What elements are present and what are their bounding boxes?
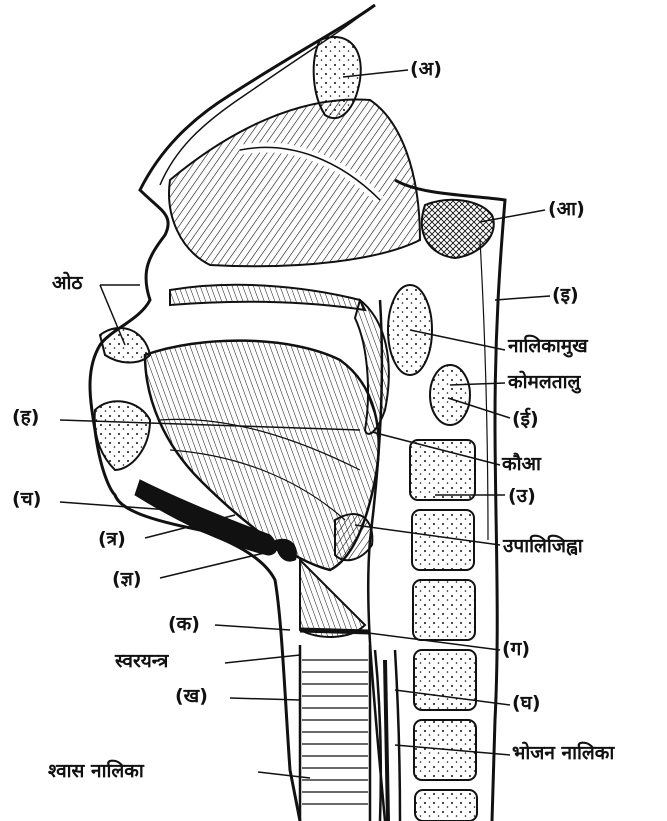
label-nalikamukh: नालिकामुख	[508, 337, 588, 356]
label-gha: (घ)	[512, 694, 541, 713]
label-ii: (ई)	[512, 410, 539, 429]
label-ka: (क)	[168, 615, 200, 634]
label-gya: (ज्ञ)	[112, 570, 142, 589]
label-upalijihva: उपालिजिह्वा	[503, 537, 583, 556]
larynx	[300, 560, 365, 637]
cervical-vertebrae	[410, 365, 477, 821]
lower-lip	[95, 401, 150, 470]
label-tra: (त्र)	[98, 530, 126, 549]
sphenoid-body	[422, 200, 494, 258]
label-kaua: कौआ	[502, 455, 541, 474]
label-komaltalu: कोमलतालु	[508, 373, 580, 392]
label-i: (इ)	[552, 286, 579, 305]
label-ga: (ग)	[502, 640, 530, 659]
label-ha: (ह)	[12, 408, 39, 427]
upper-lip	[100, 328, 150, 363]
label-a: (अ)	[410, 60, 442, 79]
label-aa: (आ)	[548, 200, 585, 219]
hard-palate	[170, 285, 365, 310]
label-swarayantra: स्वरयन्त्र	[115, 652, 168, 671]
label-tra-upper: (च)	[12, 490, 41, 509]
label-kha: (ख)	[175, 687, 208, 706]
epiglottis	[335, 514, 372, 560]
tracheal-rings	[302, 660, 368, 804]
label-bhojan-nalika: भोजन नालिका	[512, 744, 614, 763]
label-shwas-nalika: श्वास नालिका	[48, 762, 144, 781]
label-oth: ओठ	[52, 274, 82, 293]
label-u: (उ)	[508, 487, 536, 506]
